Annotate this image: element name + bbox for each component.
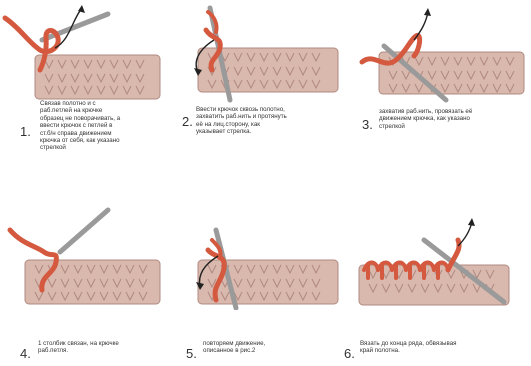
step-5-illustration (178, 190, 348, 310)
step-1-illustration (0, 0, 170, 115)
step-6-panel: 6. Вязать до конца ряда, обвязывая край … (354, 190, 524, 365)
step-2-illustration (178, 0, 348, 115)
step-1-panel: 1. Связав полотно и с раб.петлей на крюч… (0, 0, 170, 175)
step-number: 5. (186, 346, 197, 361)
step-caption: захватив раб.нить, провязать её движение… (379, 108, 524, 130)
step-caption: Вязать до конца ряда, обвязывая край пол… (360, 340, 525, 355)
step-caption: повторяем движение, описанное в рис.2 (203, 340, 343, 355)
step-4-panel: 4. 1 столбик связан, на крючке раб.петля… (0, 190, 170, 365)
step-4-illustration (0, 190, 170, 310)
step-number: 4. (20, 346, 31, 361)
step-3-illustration (354, 0, 531, 115)
step-number: 1. (20, 124, 31, 139)
step-6-illustration (354, 190, 531, 310)
step-2-panel: 2. Ввести крючок сквозь полотно, захвати… (178, 0, 348, 175)
step-number: 3. (362, 117, 373, 132)
step-5-panel: 5. повторяем движение, описанное в рис.2 (178, 190, 348, 365)
step-number: 2. (182, 114, 193, 129)
step-caption: Связав полотно и с раб.петлей на крючке … (40, 100, 165, 152)
step-number: 6. (344, 346, 355, 361)
crochet-hook (60, 210, 108, 252)
step-caption: Ввести крючок сквозь полотно, захватить … (196, 106, 346, 136)
step-caption: 1 столбик связан, на крючке раб.петля. (38, 340, 168, 355)
crochet-hook (42, 14, 108, 40)
step-3-panel: 3. захватив раб.нить, провязать её движе… (354, 0, 524, 175)
